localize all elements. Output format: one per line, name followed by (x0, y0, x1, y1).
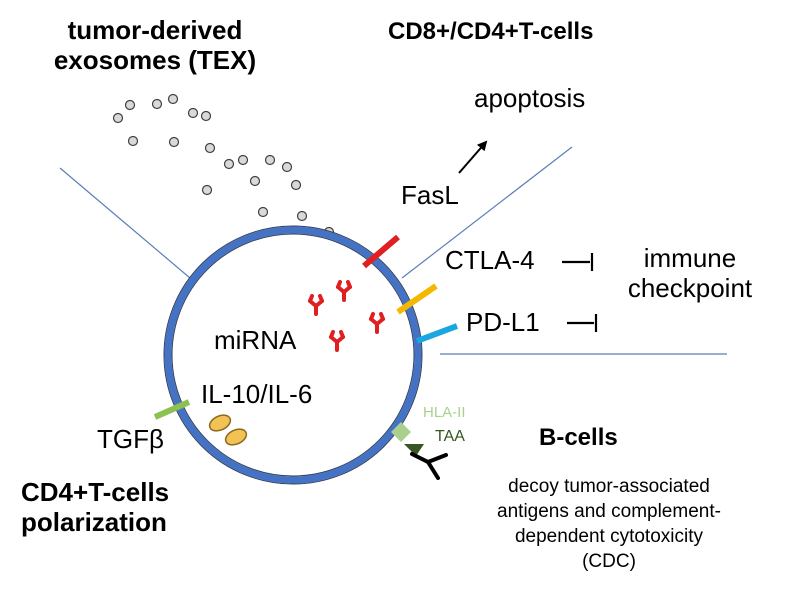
vesicle (201, 184, 213, 196)
exosome-membrane (164, 226, 422, 484)
cd4-polarization-line2: polarization (21, 506, 167, 537)
cd4-polarization-line1: CD4+T-cells (21, 477, 170, 507)
apoptosis-arrow (458, 140, 488, 174)
immune-checkpoint-line1: immune (643, 243, 737, 273)
b-cells-description-line3: dependent cytotoxicity (514, 526, 703, 548)
b-cells-title: B-cells (539, 424, 618, 451)
vesicle (237, 154, 249, 166)
vesicle (151, 98, 163, 110)
interleukin-icon (224, 428, 248, 446)
vesicle (167, 93, 179, 105)
vesicle (127, 135, 139, 147)
b-cells-description-line4: (CDC) (582, 551, 636, 573)
taa-icon (404, 444, 424, 456)
cd4-polarization-title: CD4+T-cells polarization (21, 477, 170, 538)
hla-ii-icon (391, 422, 411, 442)
vesicle (296, 210, 308, 222)
fasl-label: FasL (401, 180, 459, 210)
mirna-molecules (308, 280, 385, 352)
mirna-icon (308, 294, 324, 316)
pdl1-label: PD-L1 (466, 307, 540, 337)
vesicle (290, 179, 302, 191)
b-cells-description-line1: decoy tumor-associated (508, 476, 710, 497)
vesicle (124, 99, 136, 111)
divider-line-left (59, 167, 191, 279)
interleukin-icon (208, 414, 232, 432)
immune-checkpoint-line2: checkpoint (627, 272, 753, 303)
vesicle (264, 154, 276, 166)
fasl-protein (362, 234, 400, 269)
tgfb-label: TGFβ (97, 424, 164, 454)
tgfb-receptor (153, 399, 191, 420)
vesicle (112, 112, 124, 124)
ctla4-inhibition-icon (562, 253, 594, 271)
hla-ii-label: HLA-II (423, 404, 466, 421)
vesicle (200, 110, 212, 122)
b-cells-description: decoy tumor-associated antigens and comp… (444, 474, 774, 574)
taa-label: TAA (435, 428, 465, 445)
mirna-label: miRNA (214, 325, 297, 355)
immune-checkpoint-label: immune checkpoint (605, 243, 775, 304)
pdl1-protein (415, 323, 459, 344)
ctla4-protein (396, 283, 438, 315)
divider-line-right (401, 146, 573, 279)
vesicle (249, 175, 261, 187)
vesicle (168, 136, 180, 148)
b-cells-description-line2: antigens and complement- (497, 501, 721, 523)
vesicle (257, 206, 269, 218)
pdl1-inhibition-icon (567, 314, 598, 332)
vesicle (187, 107, 199, 119)
interleukin-label: IL-10/IL-6 (201, 379, 313, 409)
exosome-membrane-outer (163, 225, 423, 485)
apoptosis-label: apoptosis (474, 83, 586, 113)
mirna-icon (369, 312, 385, 334)
cd8-cd4-title: CD8+/CD4+T-cells (388, 18, 594, 45)
antibody-icon (410, 452, 448, 480)
tex-vesicles (112, 93, 335, 238)
ctla4-label: CTLA-4 (445, 245, 535, 275)
exosome-membrane-inner (171, 233, 415, 477)
vesicle (204, 142, 216, 154)
mirna-icon (336, 280, 352, 302)
tex-title-line2: exosomes (TEX) (53, 44, 257, 75)
tex-title: tumor-derived exosomes (TEX) (0, 15, 310, 76)
vesicle (281, 161, 293, 173)
vesicle (223, 158, 235, 170)
mirna-icon (329, 330, 345, 352)
tex-title-line1: tumor-derived (67, 15, 243, 45)
